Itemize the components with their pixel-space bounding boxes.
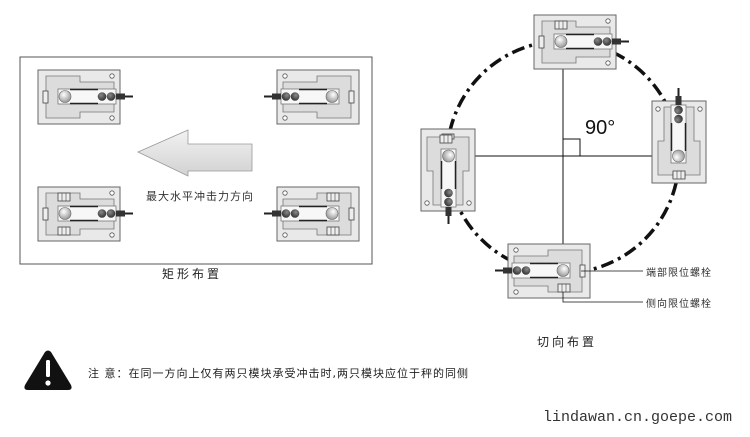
side-bolt-icon <box>554 20 568 30</box>
tangential-layout-title: 切向布置 <box>537 335 598 349</box>
rect-module-bottom-right <box>263 186 360 242</box>
tangential-module-top <box>533 14 630 70</box>
end-bolt-callout: 端部限位螺栓 <box>646 268 712 279</box>
rect-module-top-right <box>263 69 360 125</box>
warning-icon <box>24 350 72 390</box>
side-bolt-icon <box>439 134 453 144</box>
tangential-module-right <box>651 87 707 184</box>
side-bolt-callout: 侧向限位螺栓 <box>646 299 712 310</box>
side-bolt-icon <box>557 283 571 293</box>
impact-direction-label: 最大水平冲击力方向 <box>146 190 254 203</box>
tangential-module-left <box>420 128 476 225</box>
angle-label: 90° <box>585 117 616 139</box>
rect-module-top-left <box>37 69 134 125</box>
tangential-module-bottom <box>494 243 591 299</box>
impact-direction-arrow-icon <box>137 129 253 177</box>
note-text: 注 意：在同一方向上仅有两只模块承受冲击时,两只模块应位于秤的同侧 <box>88 367 469 380</box>
watermark: lindawan.cn.goepe.com <box>542 409 732 426</box>
callout-leaders <box>562 270 643 303</box>
rect-layout-title: 矩形布置 <box>162 267 223 281</box>
side-bolt-icon <box>672 170 686 180</box>
axis-lines <box>472 66 652 246</box>
side-bolt-icon <box>57 192 71 202</box>
side-bolt-icon <box>57 226 71 236</box>
side-bolt-icon <box>326 226 340 236</box>
rect-module-bottom-left <box>37 186 134 242</box>
side-bolt-icon <box>326 192 340 202</box>
